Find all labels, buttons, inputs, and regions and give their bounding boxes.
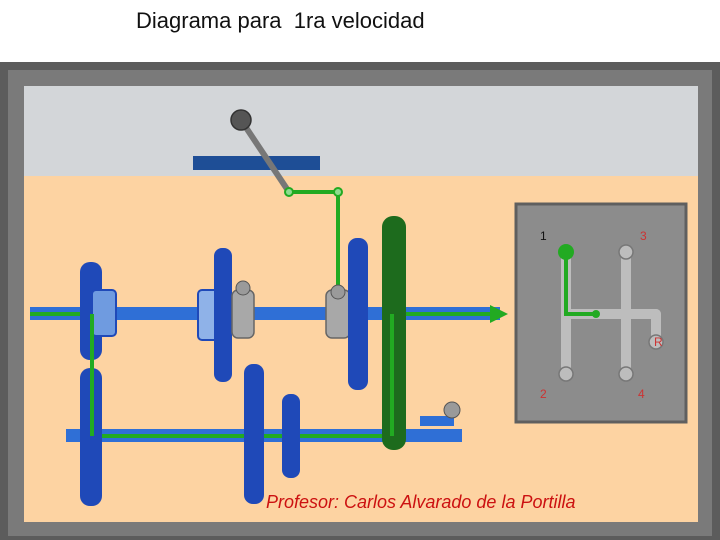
linkage-joint <box>284 187 294 197</box>
gear-label-1: 1 <box>540 229 547 243</box>
shift-guide-bar <box>193 156 320 170</box>
gear-label-2: 2 <box>540 387 547 401</box>
counter-gear-2 <box>244 364 264 504</box>
gear-label-4: 4 <box>638 387 645 401</box>
shift-lever-knob <box>230 109 252 131</box>
shift-fork-ball <box>330 284 346 300</box>
gear-label-r: R <box>654 335 663 349</box>
counter-drive-gear <box>80 368 102 506</box>
gear-label-3: 3 <box>640 229 647 243</box>
gear-knob-position <box>558 244 574 260</box>
shift-fork-ball <box>235 280 251 296</box>
output-arrow-icon <box>490 305 508 323</box>
housing-top <box>24 86 698 176</box>
selected-gear-path <box>564 252 596 316</box>
shift-lever <box>238 117 292 195</box>
linkage-joint <box>333 187 343 197</box>
counter-gear-3 <box>282 394 300 478</box>
shift-gate-endpoints <box>558 244 664 382</box>
footer-credit: Profesor: Carlos Alvarado de la Portilla <box>266 492 576 512</box>
page-title: Diagrama para 1ra velocidad <box>136 8 425 33</box>
synchro-sleeve-1 <box>231 289 255 339</box>
input-gear-hub <box>91 289 117 337</box>
main-gear-1st <box>348 238 368 390</box>
gate-center-dot <box>592 310 600 318</box>
reverse-idler-ball <box>443 401 461 419</box>
reverse-idler-shaft <box>420 416 454 426</box>
main-gear-2 <box>214 248 232 382</box>
transmission-diagram: 1 3 2 4 R <box>0 62 720 540</box>
